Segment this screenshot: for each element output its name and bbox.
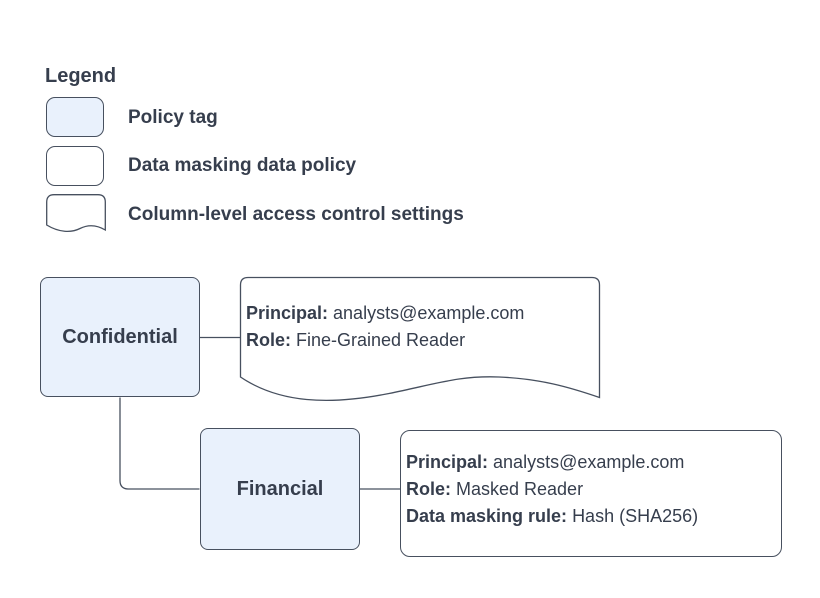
note-line-role: Role:Masked Reader — [406, 476, 583, 503]
document-shape-icon — [46, 194, 106, 232]
legend-swatch-column-access — [46, 194, 107, 238]
note-line-principal: Principal:analysts@example.com — [246, 300, 596, 327]
note-line-principal: Principal:analysts@example.com — [406, 449, 684, 476]
masking-rule-label: Data masking rule: — [406, 506, 568, 526]
legend-swatch-policy-tag — [46, 97, 104, 137]
legend-title: Legend — [45, 65, 117, 87]
masking-rule-value: Hash (SHA256) — [572, 506, 699, 526]
principal-value: analysts@example.com — [333, 303, 525, 323]
legend-label-policy-tag: Policy tag — [128, 107, 218, 128]
legend-label-data-masking-policy: Data masking data policy — [128, 155, 357, 176]
role-value: Masked Reader — [456, 479, 584, 499]
note-line-masking-rule: Data masking rule:Hash (SHA256) — [406, 503, 698, 530]
legend-swatch-data-masking-policy — [46, 146, 104, 186]
legend-label-column-access: Column-level access control settings — [128, 204, 464, 225]
edge-confidential-financial — [119, 397, 200, 490]
acl-note-text: Principal:analysts@example.com Role:Fine… — [246, 300, 596, 354]
role-value: Fine-Grained Reader — [296, 330, 466, 350]
principal-label: Principal: — [406, 452, 489, 472]
node-confidential: Confidential — [40, 277, 200, 397]
note-line-role: Role:Fine-Grained Reader — [246, 327, 596, 354]
node-financial-label: Financial — [236, 477, 324, 500]
principal-value: analysts@example.com — [493, 452, 685, 472]
node-financial: Financial — [200, 428, 360, 550]
node-confidential-label: Confidential — [62, 325, 178, 348]
role-label: Role: — [406, 479, 451, 499]
principal-label: Principal: — [246, 303, 329, 323]
role-label: Role: — [246, 330, 291, 350]
data-masking-note: Principal:analysts@example.com Role:Mask… — [400, 430, 782, 557]
